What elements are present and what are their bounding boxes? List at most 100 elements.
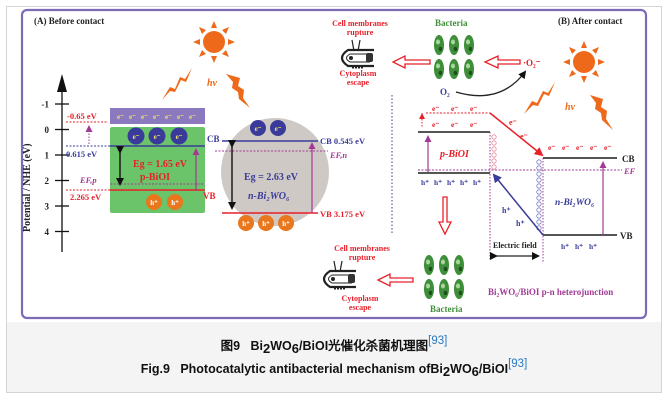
cytoplasm-label-line2: escape: [347, 78, 370, 87]
o2-reduction-arrow: [455, 70, 527, 97]
bacterium-spot: [451, 39, 455, 45]
caption-sub: 2: [442, 364, 451, 379]
hole-label: h⁺: [171, 199, 179, 207]
biooi-vb-label: VB: [203, 191, 216, 201]
bacterium-spot: [436, 39, 440, 45]
y-tick-label: -1: [42, 100, 50, 110]
bacterium-icon: [449, 35, 459, 55]
n-vb-label: VB: [620, 231, 633, 241]
electron-label: e⁻: [141, 113, 148, 121]
cell-rupture-label: Cell membranes: [332, 19, 388, 28]
figure-border: [20, 8, 648, 320]
cell-dot: [331, 277, 335, 281]
bi2wo6-vb-label: VB 3.175 eV: [320, 209, 366, 219]
electron: [250, 120, 266, 136]
electron-label: e⁻: [432, 120, 439, 129]
negative-charge: [536, 207, 542, 213]
lightning-icon: [162, 68, 192, 100]
fermi-n-label: EF,n: [329, 150, 347, 160]
cell-rupture-label: Cell membranes: [334, 244, 390, 253]
cell-membrane: [322, 269, 356, 289]
hole-label: h⁺: [589, 242, 597, 251]
y-tick-label: 2: [45, 176, 50, 186]
positive-charge: [491, 164, 497, 170]
arrow-icon: [391, 54, 431, 70]
electrons-row: e⁻ e⁻: [250, 120, 286, 136]
bi2wo6-label: n-Bi₂WO₆: [248, 191, 290, 202]
y-tick-label: 4: [45, 227, 50, 237]
electron-label: e⁻: [275, 125, 282, 133]
positive-charge: [491, 158, 497, 164]
electron-label: e⁻: [470, 120, 477, 129]
hv-label-b: hv: [565, 102, 576, 113]
negative-charge: [536, 219, 542, 225]
electron-label: e⁻: [189, 113, 196, 121]
electrons-row: e⁻e⁻e⁻e⁻e⁻e⁻: [432, 104, 477, 129]
negative-charge: [536, 195, 542, 201]
cytoplasm-leak: [333, 260, 337, 273]
bacterium-icon: [439, 255, 449, 275]
bacterium-spot: [438, 46, 443, 52]
bi2wo6-cb-label: CB 0.545 eV: [320, 136, 366, 146]
electron-label: e⁻: [509, 118, 517, 127]
bacterium-spot: [458, 266, 463, 272]
hv-label-a: hv: [207, 78, 218, 89]
sun-icon: [563, 41, 605, 83]
bacterium-icon: [464, 35, 474, 55]
hole-label: h⁺: [473, 178, 481, 187]
reference-link[interactable]: [93]: [428, 335, 448, 347]
bi2wo6-eg: Eg = 2.63 eV: [244, 172, 299, 183]
bacteria-label-top: Bacteria: [435, 18, 468, 28]
caption-en-prefix: Fig.9: [140, 362, 170, 376]
upper-level-value: -0.65 eV: [67, 111, 98, 121]
bacterium-spot: [426, 259, 430, 265]
electron-label: e⁻: [176, 133, 183, 141]
cytoplasm-leak: [357, 39, 361, 52]
bacterium-icon: [464, 59, 474, 79]
electron-label: e⁻: [117, 113, 124, 121]
hole: [238, 215, 254, 231]
arrow-icon: [437, 196, 453, 236]
electron-label: e⁻: [432, 104, 439, 113]
panel-b-title: (B) After contact: [558, 16, 622, 26]
heterojunction-label: Bi₂WO₆/BiOI p-n heterojunction: [488, 287, 613, 297]
bacterium-spot: [466, 39, 470, 45]
bacterium-spot: [441, 283, 445, 289]
biooi-upper-band: [110, 108, 205, 124]
bacterium-icon: [434, 59, 444, 79]
electron-label: e⁻: [177, 113, 184, 121]
bacterium-icon: [454, 255, 464, 275]
hole-label: h⁺: [575, 242, 583, 251]
bacterium-icon: [454, 279, 464, 299]
bacteria-label-bottom: Bacteria: [430, 304, 463, 314]
caption-sub: 2: [263, 341, 271, 356]
electron-label: e⁻: [451, 120, 458, 129]
bacterium-spot: [436, 63, 440, 69]
bacterium-spot: [456, 259, 460, 265]
negative-charge: [536, 189, 542, 195]
bacteria-group: [434, 35, 474, 79]
lightning-icon: [524, 82, 555, 114]
caption-cn-formula: Bi: [250, 339, 264, 353]
hole: [278, 215, 294, 231]
electron: [127, 127, 145, 145]
bacterium-icon: [434, 35, 444, 55]
biooi-cb-value: 0.615 eV: [66, 149, 98, 159]
cell-dot: [349, 56, 353, 60]
hole-label: h⁺: [434, 178, 442, 187]
negative-charge: [536, 177, 542, 183]
lightning-icon: [226, 74, 250, 108]
bacteria-group: [424, 255, 464, 299]
bacterium-spot: [426, 283, 430, 289]
reference-link[interactable]: [93]: [508, 358, 528, 370]
caption-sub: 6: [291, 341, 299, 356]
fermi-label-b: EF: [623, 166, 636, 176]
hole-label: h⁺: [150, 199, 158, 207]
electron: [270, 120, 286, 136]
electron-label: e⁻: [451, 104, 458, 113]
electrons-row: e⁻e⁻e⁻: [127, 127, 188, 145]
cytoplasm-leak: [339, 260, 343, 273]
electron-label: e⁻: [255, 125, 262, 133]
y-tick-label: 0: [45, 125, 50, 135]
